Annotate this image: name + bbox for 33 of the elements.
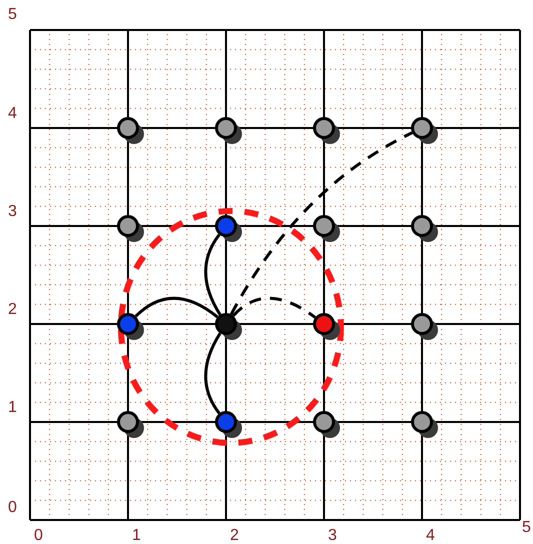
axis-tick-label: 1 bbox=[132, 528, 141, 544]
circle-marker bbox=[410, 312, 440, 342]
circle-marker bbox=[116, 116, 146, 146]
axis-tick-label: 5 bbox=[522, 520, 531, 536]
connector bbox=[134, 296, 218, 318]
connector bbox=[204, 332, 222, 414]
circle-marker bbox=[116, 312, 146, 342]
circle-marker bbox=[214, 116, 244, 146]
axis-tick-label: 2 bbox=[8, 302, 17, 318]
circle-marker bbox=[214, 410, 244, 440]
circle-marker bbox=[312, 312, 342, 342]
circle-marker bbox=[214, 214, 244, 244]
circle-marker bbox=[410, 214, 440, 244]
axis-tick-label: 3 bbox=[328, 528, 337, 544]
circle-marker bbox=[116, 214, 146, 244]
circle-marker bbox=[410, 116, 440, 146]
axis-tick-label: 5 bbox=[8, 7, 17, 23]
axis-tick-label: 4 bbox=[8, 106, 17, 122]
connector bbox=[232, 296, 316, 319]
circle-marker bbox=[116, 410, 146, 440]
circle-marker bbox=[312, 214, 342, 244]
connector bbox=[230, 131, 413, 316]
circle-marker bbox=[410, 410, 440, 440]
circle-marker bbox=[312, 410, 342, 440]
axis-tick-label: 0 bbox=[34, 528, 43, 544]
axis-tick-label: 0 bbox=[8, 500, 17, 516]
axis-tick-label: 1 bbox=[8, 400, 17, 416]
axis-tick-label: 3 bbox=[8, 204, 17, 220]
axis-tick-label: 2 bbox=[230, 528, 239, 544]
axis-tick-label: 4 bbox=[426, 528, 435, 544]
circle-marker bbox=[312, 116, 342, 146]
circle-marker bbox=[214, 312, 244, 342]
connector bbox=[204, 234, 222, 316]
